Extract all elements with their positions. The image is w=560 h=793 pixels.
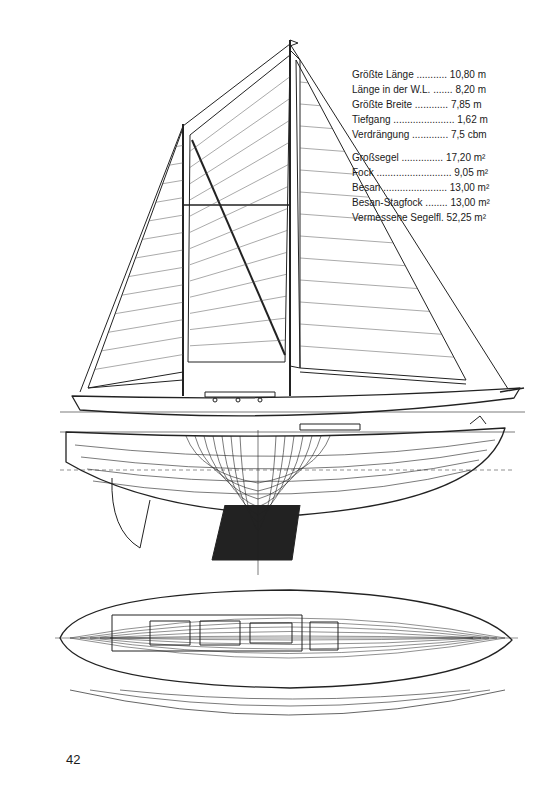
mizzen-boom (88, 380, 183, 388)
hull-profile (72, 388, 520, 416)
forestay (290, 44, 510, 392)
keel (212, 505, 300, 560)
backstay (80, 126, 183, 392)
spec-line: Großsegel ............... 17,20 m² (352, 152, 485, 164)
cabin-side (205, 392, 275, 397)
hull-side (66, 428, 505, 515)
spec-line: Länge in der W.L. ....... 8,20 m (352, 84, 486, 96)
spec-line: Verdrängung ............. 7,5 cbm (352, 129, 487, 141)
bowsprit (500, 388, 524, 392)
jib-boom (300, 372, 466, 384)
spec-line: Besan ....................... 13,00 m² (352, 182, 489, 194)
main-luff (290, 50, 300, 368)
deck-plan (60, 590, 512, 688)
rudder (112, 478, 150, 548)
spec-line: Fock ........................... 9,05 m² (352, 167, 488, 179)
page-number: 42 (66, 752, 80, 767)
besan-sail (88, 128, 183, 388)
besan-stagfock-sail (188, 55, 290, 362)
waterline (60, 412, 525, 413)
spec-line: Besan-Stagfock ........ 13,00 m² (352, 197, 490, 209)
spec-line: Größte Breite ............ 7,85 m (352, 99, 482, 111)
wishbone (183, 204, 290, 206)
spec-line: Tiefgang ...................... 1,62 m (352, 114, 488, 126)
spec-line: Größte Länge ........... 10,80 m (352, 69, 486, 81)
spec-line: Vermessene Segelfl. 52,25 m² (352, 212, 486, 224)
triatic-stay (183, 44, 290, 126)
